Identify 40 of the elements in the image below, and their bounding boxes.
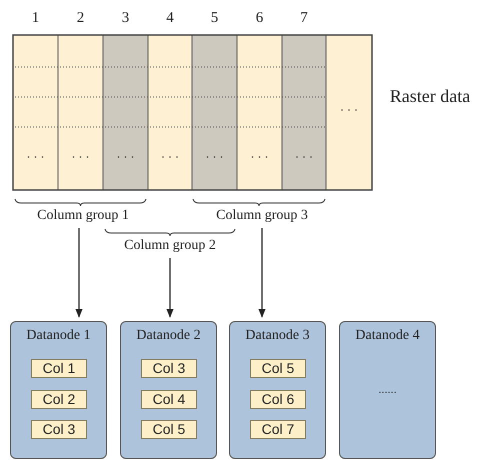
- ellipsis: ......: [377, 384, 398, 396]
- column-number: 1: [32, 10, 40, 27]
- ellipsis: · · ·: [26, 150, 44, 165]
- datanode-title: Datanode 1: [25, 328, 92, 344]
- raster-label: Raster data: [390, 86, 470, 107]
- datanode-panel: [10, 321, 107, 459]
- datanode-title: Datanode 2: [135, 328, 202, 344]
- ellipsis: · · ·: [72, 150, 90, 165]
- ellipsis: · · ·: [340, 103, 358, 118]
- group-label: Column group 1: [37, 208, 129, 224]
- column-block: Col 2: [31, 390, 87, 408]
- column-block: Col 3: [31, 420, 87, 439]
- datanode-title: Datanode 3: [244, 328, 311, 344]
- column-block: Col 5: [250, 359, 306, 378]
- arrow: [258, 228, 266, 318]
- column-number: 5: [210, 10, 218, 27]
- ellipsis: · · ·: [295, 150, 313, 165]
- datanode-panel: [120, 321, 217, 459]
- column-block: Col 1: [31, 359, 87, 378]
- column-block: Col 7: [250, 420, 306, 439]
- ellipsis: · · ·: [206, 150, 224, 165]
- ellipsis: · · ·: [250, 150, 268, 165]
- datanode-panel: [229, 321, 326, 459]
- column-number: 3: [122, 10, 130, 27]
- column-block: Col 5: [141, 420, 197, 439]
- group-label: Column group 2: [124, 238, 216, 254]
- datanode-panel: [339, 321, 436, 459]
- column-number: 7: [300, 10, 308, 27]
- arrow: [75, 228, 83, 318]
- ellipsis: · · ·: [116, 150, 134, 165]
- column-block: Col 4: [141, 390, 197, 408]
- ellipsis: · · ·: [161, 150, 179, 165]
- group-label: Column group 3: [216, 208, 308, 224]
- datanode-title: Datanode 4: [354, 328, 421, 344]
- column-number: 2: [76, 10, 84, 27]
- column-block: Col 6: [250, 390, 306, 408]
- arrow: [166, 258, 174, 318]
- column-block: Col 3: [141, 359, 197, 378]
- column-number: 4: [166, 10, 174, 27]
- column-number: 6: [256, 10, 264, 27]
